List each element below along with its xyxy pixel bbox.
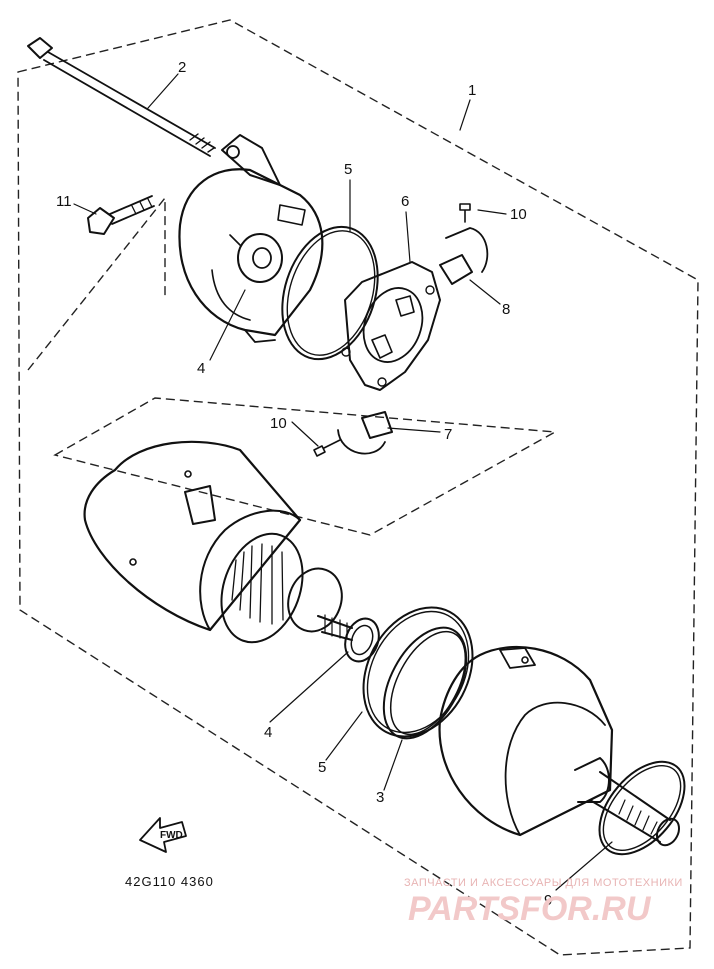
watermark-tagline: ЗАПЧАСТИ И АКСЕССУАРЫ ДЛЯ МОТОТЕХНИКИ	[404, 877, 683, 889]
callout-labels: 1 2 3 4 4 5 5 6 7 8 9 10 10 11	[56, 59, 552, 909]
drawing-code: 42G110 4360	[125, 874, 214, 889]
leader-lines	[73, 73, 613, 891]
callout-11: 11	[56, 193, 72, 210]
fwd-label: FWD	[160, 830, 183, 841]
callout-4-upper: 4	[197, 360, 205, 377]
o-ring-upper	[281, 225, 379, 361]
watermark-brand: PARTSFOR.RU	[408, 890, 652, 928]
assembly-boundary	[17, 19, 699, 956]
callout-7: 7	[444, 426, 452, 443]
mounting-bolt	[87, 195, 155, 235]
gasket-ring	[382, 626, 468, 740]
o-ring-shaft	[598, 760, 686, 856]
pinion-shaft	[589, 771, 681, 847]
callout-5-lower: 5	[318, 759, 326, 776]
callout-2: 2	[178, 59, 186, 76]
motor-yoke	[83, 440, 302, 632]
watermark: ЗАПЧАСТИ И АКСЕССУАРЫ ДЛЯ МОТОТЕХНИКИ PA…	[404, 877, 683, 928]
callout-1: 1	[468, 82, 476, 99]
through-bolt	[27, 37, 216, 157]
forward-direction-arrow: FWD	[139, 817, 187, 853]
front-end-cover	[438, 645, 614, 837]
washer-lower	[344, 617, 380, 663]
o-ring-lower	[362, 606, 474, 738]
brush-assembly-lower	[313, 411, 393, 457]
callout-5-upper: 5	[344, 161, 352, 178]
callout-9: 9	[544, 892, 552, 909]
callout-10-upper: 10	[510, 206, 527, 223]
armature	[220, 532, 353, 644]
callout-8: 8	[502, 301, 510, 318]
brush-assembly-upper	[439, 203, 489, 285]
callout-3: 3	[376, 789, 384, 806]
brush-holder-plate	[341, 261, 441, 391]
callout-6: 6	[401, 193, 409, 210]
callout-4-lower: 4	[264, 724, 272, 741]
callout-10-lower: 10	[270, 415, 287, 432]
rear-end-cover	[178, 134, 324, 343]
